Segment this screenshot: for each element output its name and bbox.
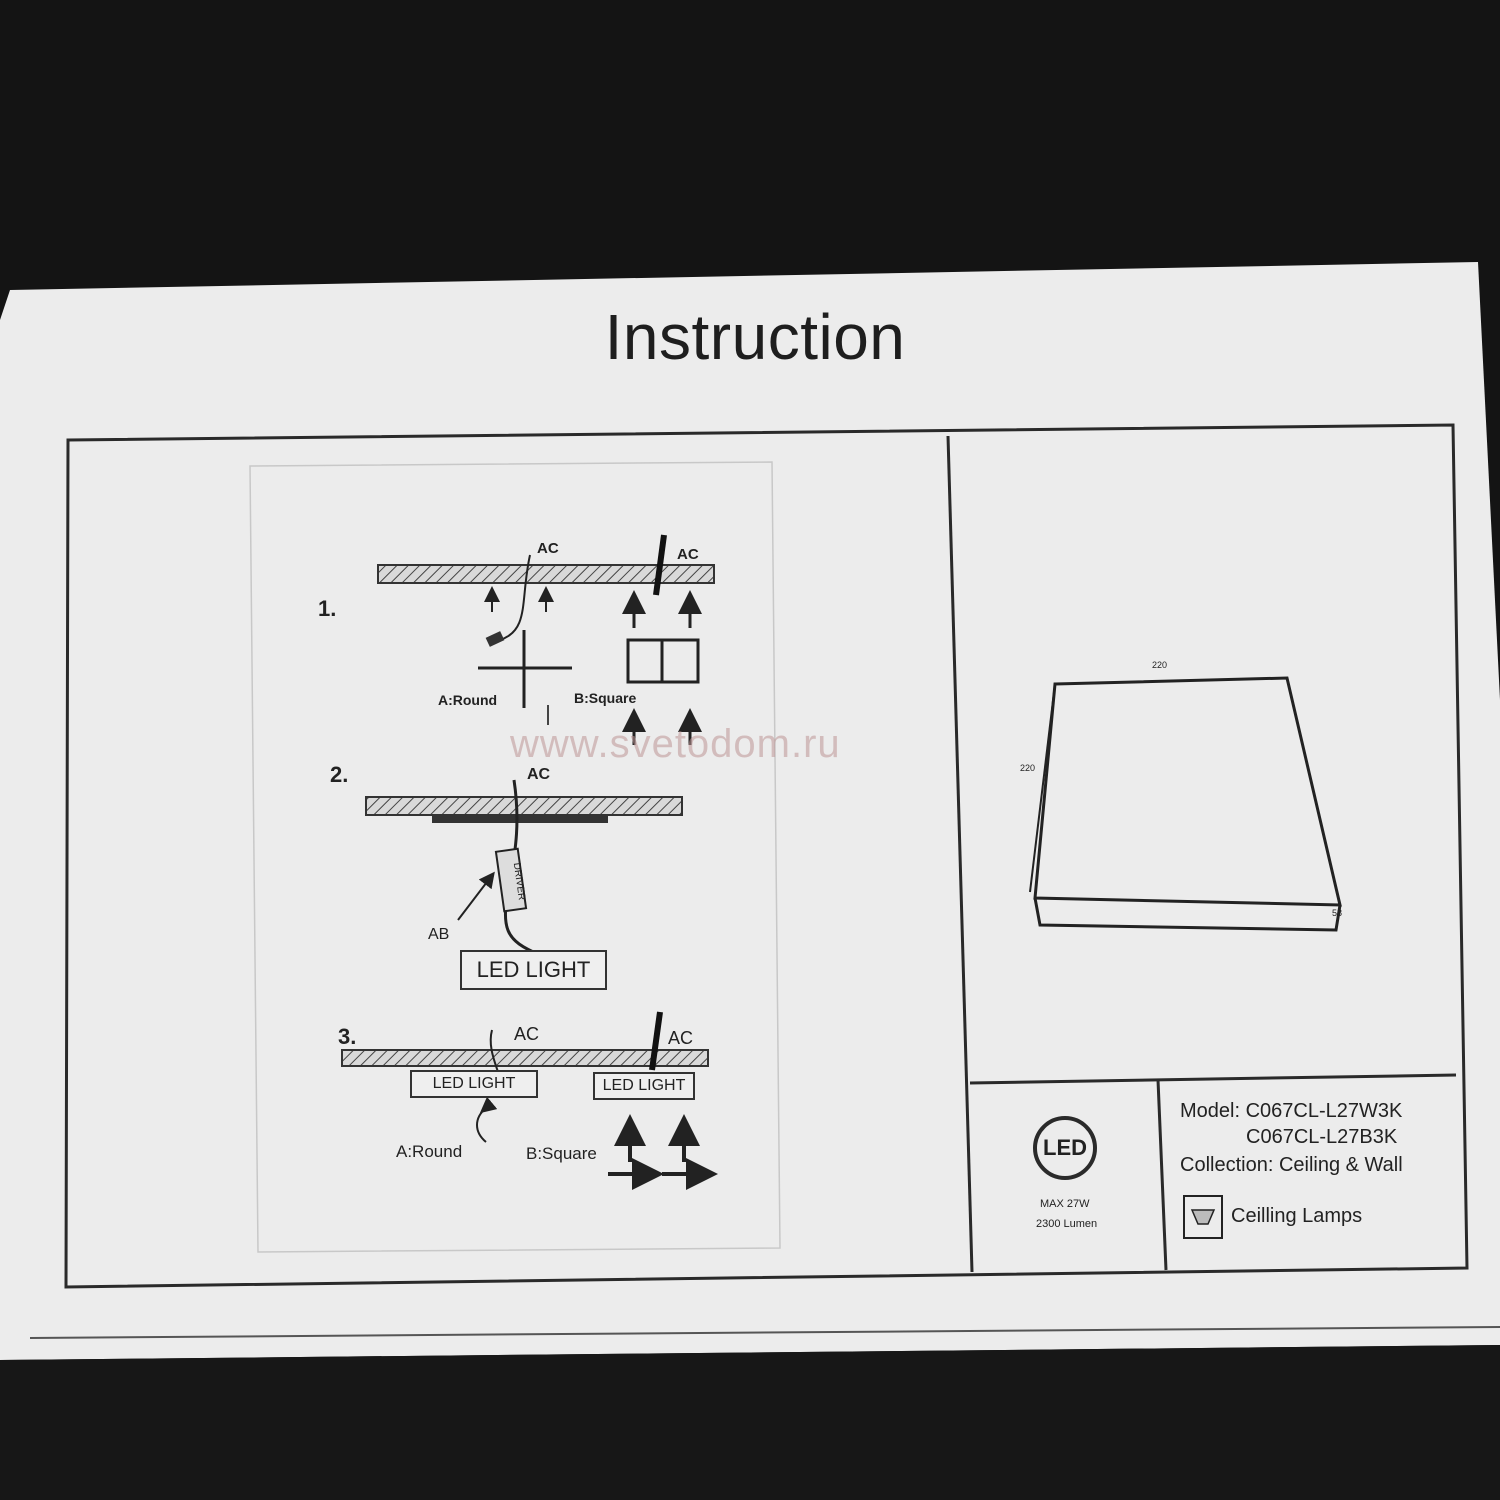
step2-number: 2. xyxy=(330,762,349,787)
step3-led-light-left: LED LIGHT xyxy=(410,1070,538,1098)
step2-ceiling xyxy=(365,796,683,816)
step2-led-light: LED LIGHT xyxy=(460,950,607,990)
step3-square-label: B:Square xyxy=(526,1144,597,1163)
step1-square-label: B:Square xyxy=(574,690,637,706)
spec-power: MAX 27W xyxy=(1040,1198,1090,1210)
step1-number: 1. xyxy=(318,596,337,621)
dimension-depth: 220 xyxy=(1020,763,1036,773)
step1-round-label: A:Round xyxy=(438,692,498,708)
step3-led-light-right: LED LIGHT xyxy=(593,1072,695,1100)
step3-ac-left: AC xyxy=(514,1024,540,1044)
dimension-height: 58 xyxy=(1332,908,1343,918)
model-label: Model: xyxy=(1180,1100,1241,1122)
category-label: Ceilling Lamps xyxy=(1231,1205,1363,1227)
product-info: Model: C067CL-L27W3K C067CL-L27B3K Colle… xyxy=(1180,1098,1403,1178)
dimension-width: 220 xyxy=(1152,660,1168,670)
step1-ac-right: AC xyxy=(677,546,699,563)
collection-value: Ceiling & Wall xyxy=(1278,1154,1403,1176)
page-title: Instruction xyxy=(604,301,906,373)
model-1: C067CL-L27W3K xyxy=(1245,1100,1403,1122)
spec-lumen: 2300 Lumen xyxy=(1036,1218,1098,1230)
frame-divider xyxy=(946,435,974,1273)
model-2: C067CL-L27B3K xyxy=(1246,1126,1398,1148)
step2-ab: AB xyxy=(428,926,450,943)
step3-number: 3. xyxy=(338,1024,357,1049)
step1-ceiling xyxy=(377,564,715,584)
collection-label: Collection: xyxy=(1180,1154,1274,1176)
watermark: www.svetodom.ru xyxy=(510,722,841,766)
step3-round-label: A:Round xyxy=(396,1142,463,1161)
step3-ceiling xyxy=(341,1049,709,1067)
main-frame xyxy=(64,423,1469,1289)
paper-sheet xyxy=(0,262,1500,1360)
led-badge-icon: LED xyxy=(1033,1116,1097,1180)
step2-ac: AC xyxy=(527,766,551,783)
step3-ac-right: AC xyxy=(668,1028,694,1048)
step1-ac-left: AC xyxy=(537,540,559,557)
